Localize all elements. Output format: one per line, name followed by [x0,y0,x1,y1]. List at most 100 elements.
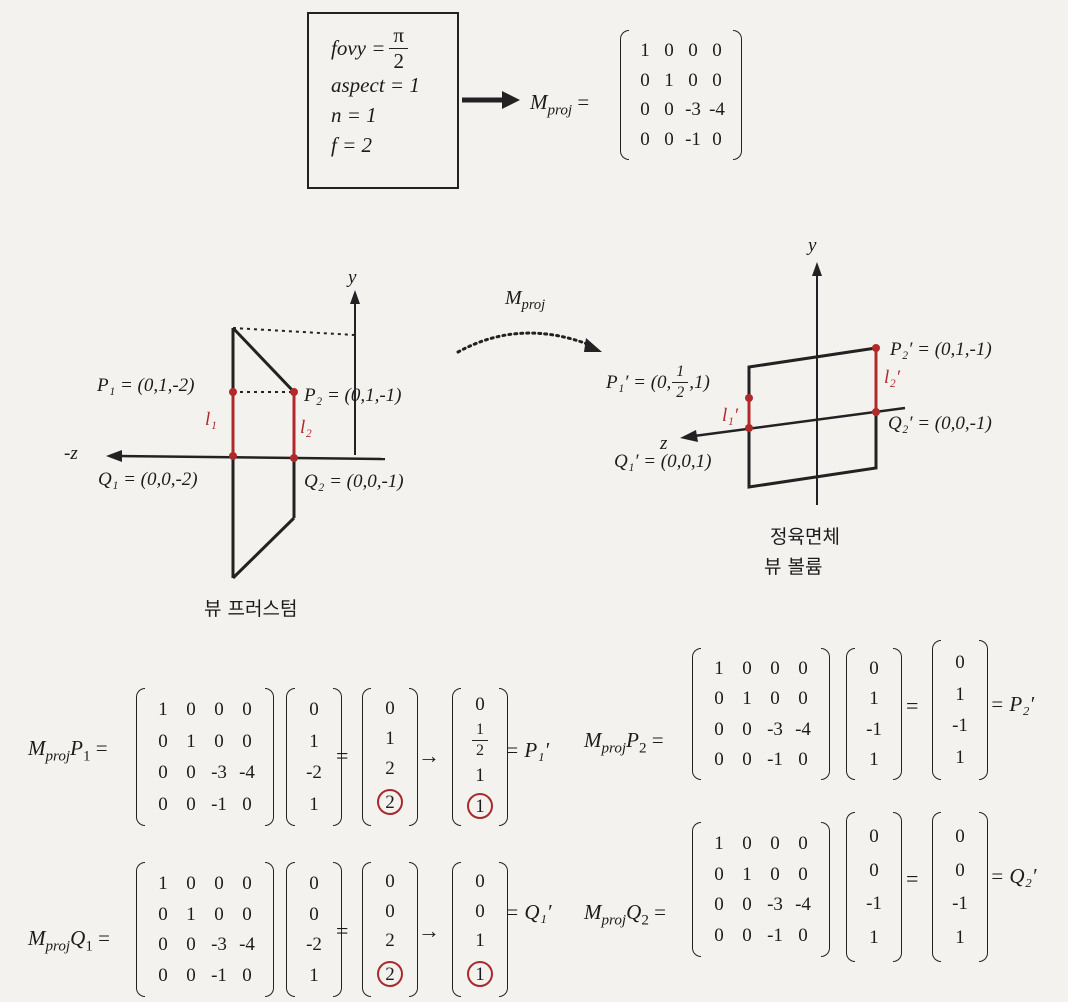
matrix-cell: 1 [186,730,196,752]
matrix-cell: 0 [798,925,808,947]
aspect-param: aspect = 1 [331,72,420,97]
matrix-cell: -1 [866,893,882,915]
left-z-axis-label: -z [64,443,78,464]
mp1-equals: = [336,743,349,768]
matrix-cell: -4 [709,99,725,121]
matrix-cell: -1 [211,965,227,987]
mq1-equals: = [336,918,349,943]
left-bracket [932,812,941,962]
matrix-cell: 0 [242,699,252,721]
q1-prime-label: Q₁′ = (0,0,1) [614,451,712,472]
mq1-lhs: MprojQ1 = [28,926,110,955]
left-bracket [692,648,701,780]
frustum-caption: 뷰 프러스텀 [204,598,298,620]
mproj-top-label: Mproj = [530,90,590,119]
left-bracket [452,688,461,826]
diagram-canvas [106,262,906,580]
l1-label: l₁ [205,409,217,430]
matrix-cell: 0 [798,863,808,885]
l2-prime-label: l₂′ [884,367,901,388]
right-z-axis-label: z [660,433,668,454]
matrix-cell: -4 [239,762,255,784]
matrix-cell: 0 [869,658,879,680]
matrix-cell: 0 [186,793,196,815]
cube-caption-line2: 뷰 볼륨 [764,556,823,578]
right-arrow-icon [462,91,520,109]
matrix-cell: 0 [158,762,168,784]
matrix-cell: 0 [242,730,252,752]
matrix-cell: 1 [664,69,674,91]
matrix-cell: 0 [798,658,808,680]
matrix-cell: 0 [714,925,724,947]
right-y-axis-label: y [808,235,817,256]
transform-label: Mproj [505,287,546,314]
matrix-cell: 0 [475,694,485,716]
left-bracket [362,862,371,997]
mq2-lhs: MprojQ2 = [584,900,666,929]
mp1-lhs: MprojP1 = [28,736,108,765]
matrix-cell: 1 [640,39,650,61]
matrix-cell: 0 [186,965,196,987]
matrix-cell: -4 [239,934,255,956]
matrix-cell: 1 [465,792,495,819]
matrix-cell: 2 [385,930,395,952]
left-y-axis-label: y [348,267,357,288]
matrix-cell: 0 [955,859,965,881]
left-bracket [846,648,855,780]
right-bracket [821,648,830,780]
cube-caption-line1: 정육면체 [770,526,840,548]
l1-prime-label: l₁′ [722,405,739,426]
matrix-cell: 0 [214,903,224,925]
matrix-cell: 1 [955,747,965,769]
matrix-cell: 0 [714,688,724,710]
matrix-cell: 0 [242,903,252,925]
matrix-cell: -3 [685,99,701,121]
matrix-cell: -1 [211,793,227,815]
matrix-cell: 1 [309,965,319,987]
matrix-cell: 0 [742,925,752,947]
right-bracket [409,862,418,997]
matrix-cell: 0 [158,965,168,987]
matrix-cell: 0 [955,651,965,673]
mp1-rhs: = P₁′ [505,738,550,762]
matrix-cell: -1 [767,748,783,770]
right-bracket [893,648,902,780]
q1-label: Q₁ = (0,0,-2) [98,469,198,490]
matrix-cell: 0 [714,894,724,916]
matrix-cell: -3 [767,894,783,916]
matrix-cell: 0 [712,69,722,91]
matrix-cell: 0 [688,69,698,91]
matrix-cell: 1 [714,832,724,854]
matrix-cell: 2 [385,758,395,779]
matrix-cell: 0 [955,825,965,847]
matrix-cell: 1 [465,960,495,987]
p2-prime-label: P₂′ = (0,1,-1) [890,339,992,360]
left-bracket [136,688,145,826]
mp2-lhs: MprojP2 = [584,728,664,757]
matrix-cell: 0 [214,872,224,894]
matrix-cell: 0 [309,872,319,894]
matrix-cell: 1 [158,872,168,894]
matrix-cell: 0 [309,903,319,925]
matrix-cell: -3 [211,934,227,956]
matrix-cell: 1 [742,863,752,885]
q2-label: Q₂ = (0,0,-1) [304,471,404,492]
right-red-segments [745,344,880,432]
matrix-cell: 2 [375,789,405,815]
matrix-cell: 1 [158,699,168,721]
right-axes [680,262,906,505]
right-bracket [821,822,830,957]
q2-prime-label: Q₂′ = (0,0,-1) [888,413,992,434]
matrix-cell: 0 [242,872,252,894]
matrix-cell: 0 [309,699,319,721]
matrix-cell: 1 [309,793,319,815]
matrix-cell: -2 [306,762,322,784]
matrix-cell: 0 [770,688,780,710]
mp2-equals: = [906,693,919,718]
